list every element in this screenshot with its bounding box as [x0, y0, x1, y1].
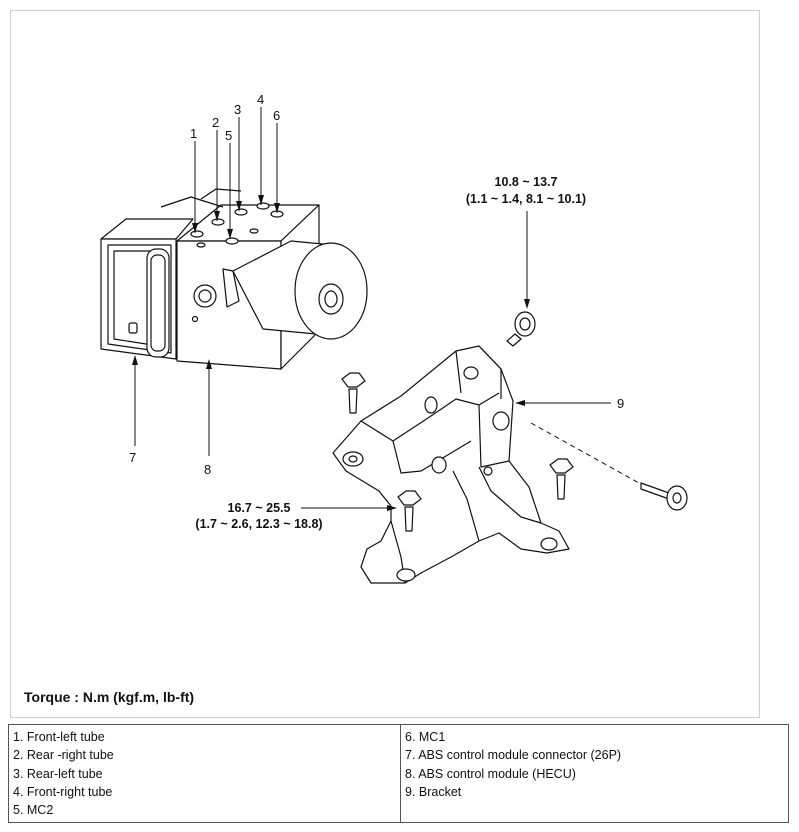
bolt-axis: [530, 422, 640, 484]
callout-7: 7: [129, 450, 136, 465]
legend-item: 8. ABS control module (HECU): [405, 766, 576, 781]
bolt-far-right: [640, 482, 688, 511]
bolt-top: [506, 311, 536, 347]
legend-item: 9. Bracket: [405, 784, 462, 799]
parts-legend-table: 1. Front-left tube 2. Rear -right tube 3…: [8, 724, 789, 823]
legend-item: 6. MC1: [405, 730, 446, 744]
callout-1: 1: [190, 126, 197, 141]
bolt-right: [549, 458, 574, 500]
figure-frame: 1 2 3 4 5 6 7 8 9 10.8 ~ 13.7 (1.1 ~ 1.4…: [10, 10, 760, 718]
port-1: [190, 230, 204, 238]
legend-right-column: 6. MC1 7. ABS control module connector (…: [401, 725, 789, 823]
bolt-center: [397, 490, 422, 532]
callout-2: 2: [212, 115, 219, 130]
legend-item: 4. Front-right tube: [13, 784, 113, 799]
torque-bottom-line1: 16.7 ~ 25.5: [228, 501, 291, 515]
callout-8: 8: [204, 462, 211, 477]
port-5: [225, 237, 239, 245]
callout-4: 4: [257, 92, 264, 107]
legend-item: 3. Rear-left tube: [13, 766, 103, 781]
callout-9: 9: [617, 396, 624, 411]
abs-module-diagram: 1 2 3 4 5 6 7 8 9 10.8 ~ 13.7 (1.1 ~ 1.4…: [100, 92, 688, 584]
legend-item: 2. Rear -right tube: [13, 748, 114, 763]
legend-left-column: 1. Front-left tube 2. Rear -right tube 3…: [8, 724, 401, 823]
port-3: [234, 208, 248, 216]
bracket: [332, 345, 570, 584]
legend-item: 1. Front-left tube: [13, 730, 105, 744]
bolt-left: [341, 372, 366, 414]
callout-6: 6: [273, 108, 280, 123]
callout-5: 5: [225, 128, 232, 143]
port-4: [256, 202, 270, 210]
torque-bottom-line2: (1.7 ~ 2.6, 12.3 ~ 18.8): [195, 517, 322, 531]
legend-item: 7. ABS control module connector (26P): [405, 748, 622, 763]
port-2: [211, 218, 225, 226]
callout-3: 3: [234, 102, 241, 117]
torque-top-line1: 10.8 ~ 13.7: [495, 175, 558, 189]
torque-top-line2: (1.1 ~ 1.4, 8.1 ~ 10.1): [466, 192, 586, 206]
legend-item: 5. MC2: [13, 803, 54, 818]
connector: [128, 248, 170, 358]
motor: [222, 240, 368, 340]
torque-unit-note: Torque : N.m (kgf.m, lb-ft): [24, 689, 195, 705]
